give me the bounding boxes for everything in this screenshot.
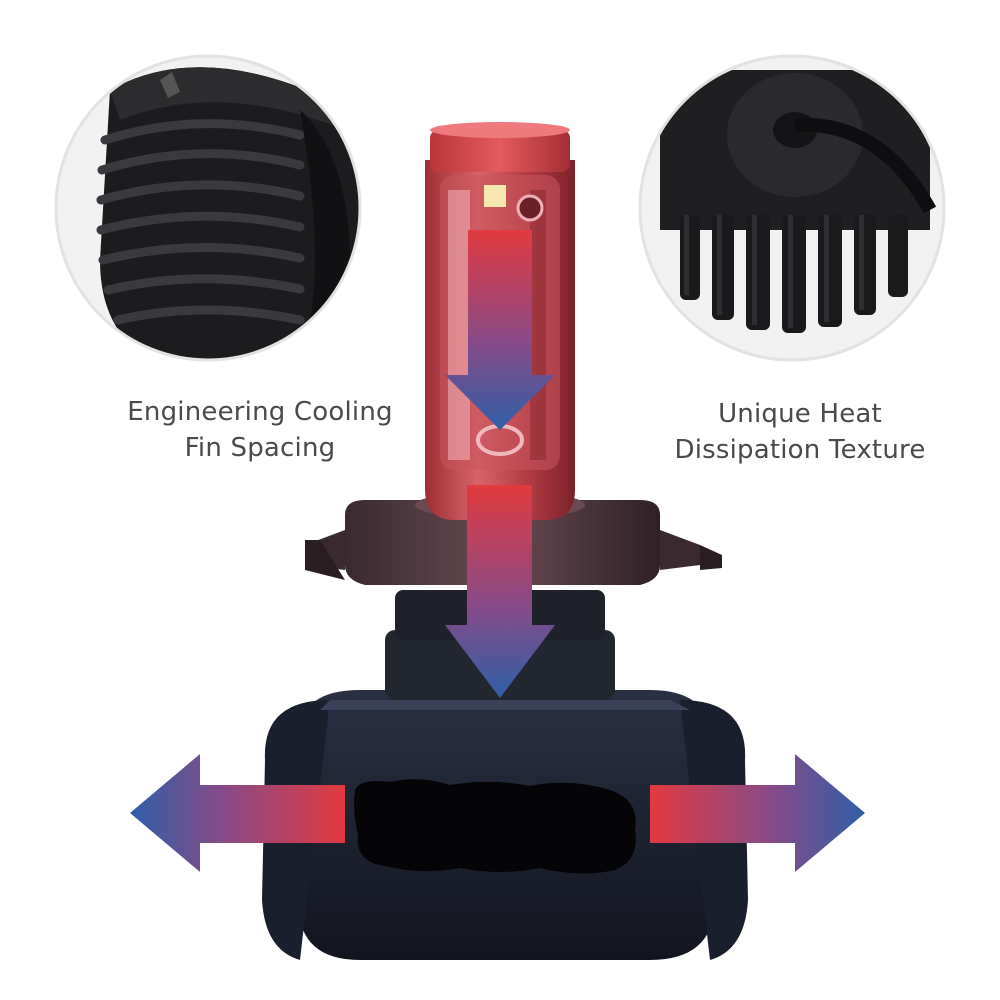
gradient-arrow-icon — [445, 230, 555, 430]
caption-cooling-fin: Engineering Cooling Fin Spacing — [40, 394, 480, 466]
cooling-fin-detail-photo — [54, 54, 362, 362]
gradient-arrow-icon — [445, 485, 555, 698]
caption-line: Dissipation Texture — [674, 435, 926, 465]
caption-line: Fin Spacing — [184, 433, 336, 463]
redacted-logo-mark — [354, 779, 636, 874]
gradient-arrow-icon — [130, 754, 345, 872]
heat-dissipation-detail-photo — [638, 54, 946, 362]
caption-heat-dissipation: Unique Heat Dissipation Texture — [590, 396, 1000, 468]
caption-line: Engineering Cooling — [127, 397, 393, 427]
gradient-arrow-icon — [650, 754, 865, 872]
caption-line: Unique Heat — [718, 399, 882, 429]
